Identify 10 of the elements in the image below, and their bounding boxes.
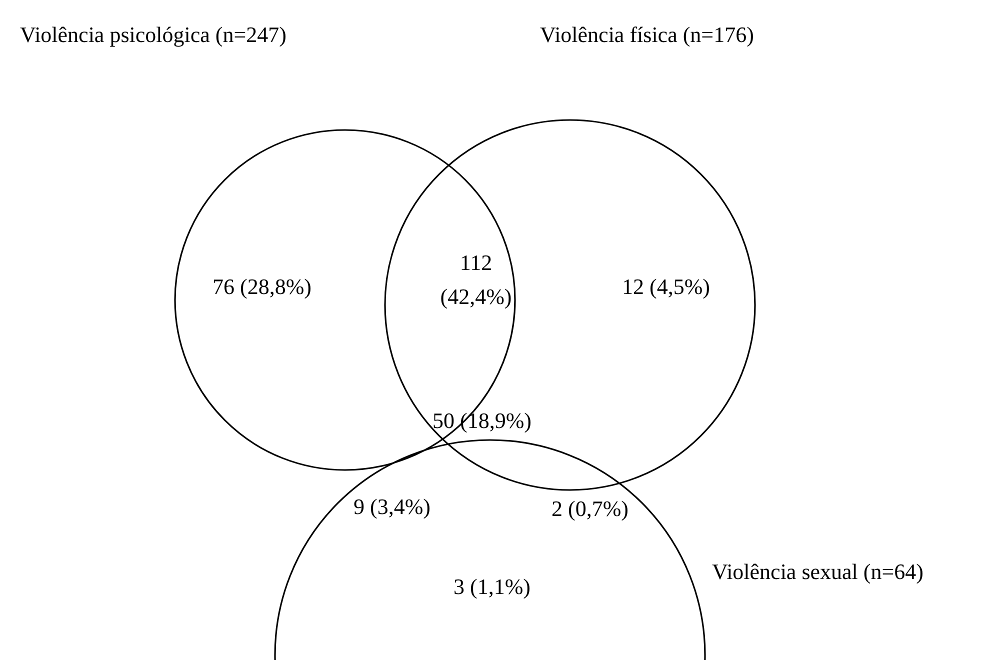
region-count: 3 (1,1%) [452,573,532,601]
set-label: Violência sexual (n=64) [712,558,924,586]
region-count: 9 (3,4%) [352,493,432,521]
set-label: Violência física (n=176) [540,21,754,49]
set-label: Violência psicológica (n=247) [20,21,286,49]
region-count: 76 (28,8%) [212,273,312,301]
region-count: 2 (0,7%) [550,495,630,523]
region-count: 12 (4,5%) [621,273,711,301]
region-count: 50 (18,9%) [432,407,532,435]
region-count: 112 (42,4%) [439,249,513,311]
